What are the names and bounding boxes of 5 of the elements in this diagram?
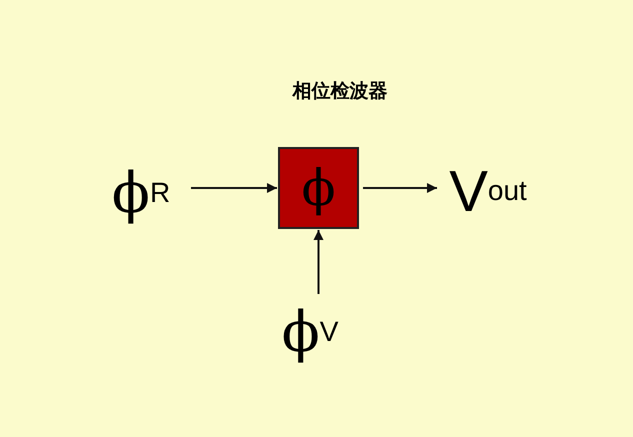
arrow xyxy=(314,230,324,294)
arrow xyxy=(363,183,437,193)
arrow xyxy=(191,183,277,193)
detector-box: ϕ xyxy=(278,147,359,229)
title: 相位检波器 xyxy=(291,80,388,104)
